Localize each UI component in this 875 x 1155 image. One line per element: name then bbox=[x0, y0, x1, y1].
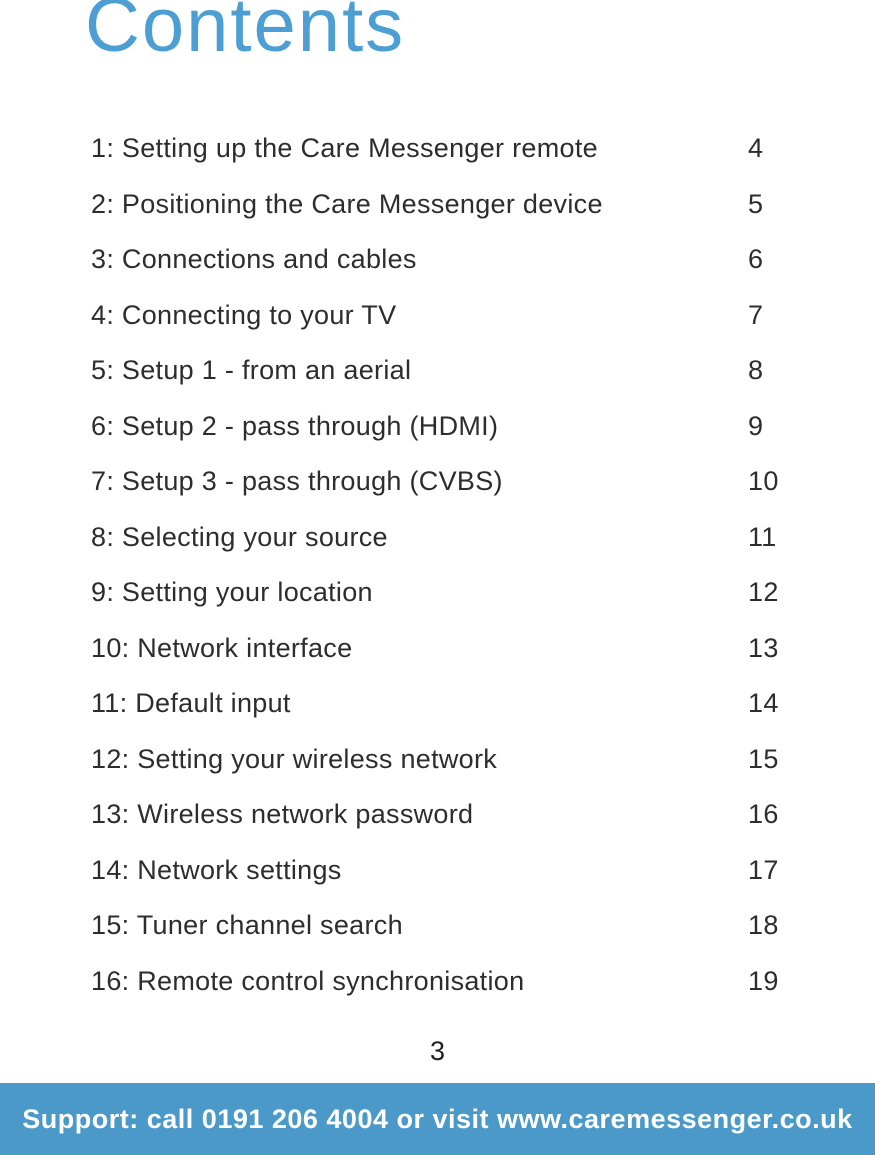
toc-entry-label: 15: Tuner channel search bbox=[91, 910, 403, 941]
toc-entry-label: 14: Network settings bbox=[91, 854, 342, 885]
toc-entry-label: 7: Setup 3 - pass through (CVBS) bbox=[91, 466, 503, 497]
toc-entry-page: 8 bbox=[748, 355, 764, 386]
toc-entry-page: 7 bbox=[748, 299, 764, 330]
toc-entry-label: 11: Default input bbox=[91, 688, 291, 719]
toc-entry-page: 17 bbox=[748, 854, 779, 885]
toc-entry-label: 9: Setting your location bbox=[91, 577, 373, 608]
toc-entry: 16: Remote control synchronisation 19 bbox=[0, 954, 875, 1010]
toc-entry-page: 15 bbox=[748, 743, 779, 774]
toc-entry-page: 12 bbox=[748, 577, 779, 608]
toc-entry: 3: Connections and cables 6 bbox=[0, 232, 875, 288]
toc-entry: 11: Default input 14 bbox=[0, 676, 875, 732]
toc-entry: 9: Setting your location 12 bbox=[0, 565, 875, 621]
toc-entry-label: 10: Network interface bbox=[91, 632, 353, 663]
toc-entry-label: 16: Remote control synchronisation bbox=[91, 965, 525, 996]
page-title: Contents bbox=[85, 0, 406, 68]
toc-entry-label: 12: Setting your wireless network bbox=[91, 743, 498, 774]
toc-entry-page: 16 bbox=[748, 799, 779, 830]
toc-entry-label: 3: Connections and cables bbox=[91, 244, 417, 275]
toc-entry-page: 6 bbox=[748, 244, 764, 275]
toc-entry-page: 9 bbox=[748, 410, 764, 441]
toc-entry-page: 19 bbox=[748, 965, 779, 996]
toc-entry: 2: Positioning the Care Messenger device… bbox=[0, 177, 875, 233]
toc-entry-page: 10 bbox=[748, 466, 779, 497]
toc-entry-page: 13 bbox=[748, 632, 779, 663]
support-footer-bar: Support: call 0191 206 4004 or visit www… bbox=[0, 1083, 875, 1155]
toc-entry-label: 6: Setup 2 - pass through (HDMI) bbox=[91, 410, 499, 441]
toc-entry: 7: Setup 3 - pass through (CVBS) 10 bbox=[0, 454, 875, 510]
toc-entry: 15: Tuner channel search 18 bbox=[0, 898, 875, 954]
toc-entry-label: 5: Setup 1 - from an aerial bbox=[91, 355, 412, 386]
toc-entry: 6: Setup 2 - pass through (HDMI) 9 bbox=[0, 399, 875, 455]
toc-entry-page: 11 bbox=[748, 521, 777, 552]
toc-entry-page: 4 bbox=[748, 133, 764, 164]
table-of-contents: 1: Setting up the Care Messenger remote … bbox=[0, 121, 875, 1009]
toc-entry: 5: Setup 1 - from an aerial 8 bbox=[0, 343, 875, 399]
toc-entry-label: 4: Connecting to your TV bbox=[91, 299, 397, 330]
toc-entry-label: 1: Setting up the Care Messenger remote bbox=[91, 133, 598, 164]
support-footer-text: Support: call 0191 206 4004 or visit www… bbox=[22, 1103, 853, 1134]
toc-entry-label: 13: Wireless network password bbox=[91, 799, 474, 830]
toc-entry: 12: Setting your wireless network 15 bbox=[0, 732, 875, 788]
toc-entry-label: 2: Positioning the Care Messenger device bbox=[91, 188, 603, 219]
toc-entry: 8: Selecting your source 11 bbox=[0, 510, 875, 566]
toc-entry-page: 14 bbox=[748, 688, 779, 719]
toc-entry: 1: Setting up the Care Messenger remote … bbox=[0, 121, 875, 177]
toc-entry-page: 18 bbox=[748, 910, 779, 941]
toc-entry: 10: Network interface 13 bbox=[0, 621, 875, 677]
toc-entry-page: 5 bbox=[748, 188, 764, 219]
page-number: 3 bbox=[429, 1036, 446, 1066]
toc-entry: 14: Network settings 17 bbox=[0, 843, 875, 899]
toc-entry-label: 8: Selecting your source bbox=[91, 521, 388, 552]
toc-entry: 4: Connecting to your TV 7 bbox=[0, 288, 875, 344]
toc-entry: 13: Wireless network password 16 bbox=[0, 787, 875, 843]
